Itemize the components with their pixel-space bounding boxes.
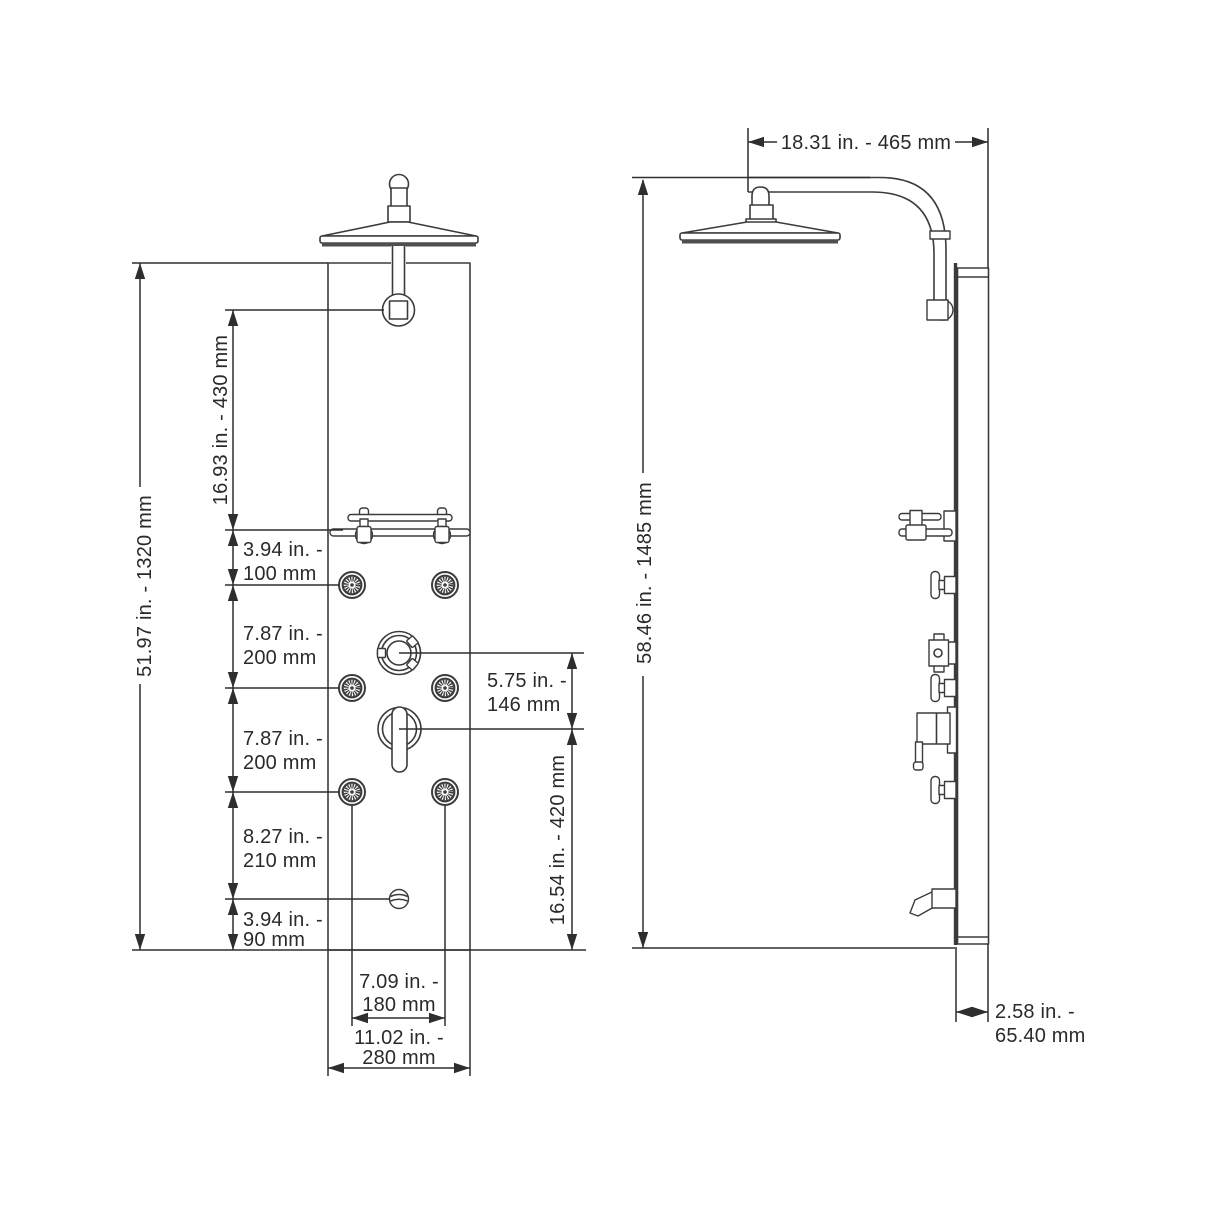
jet-knob-side — [930, 570, 957, 600]
body-jet — [339, 675, 365, 701]
front-dimension-lines — [132, 262, 586, 1076]
body-jet — [339, 779, 365, 805]
jet-knob-side — [930, 673, 957, 703]
rain-showerhead-front — [319, 173, 479, 327]
panel-body-front — [327, 262, 471, 951]
towel-bar-side — [898, 509, 957, 542]
jet-knob-side — [930, 775, 957, 805]
dim-spout-to-bottom-line1: 3.94 in. - — [243, 909, 323, 931]
dim-bar-to-top-jets-line1: 3.94 in. - — [243, 539, 323, 561]
dim-mid-to-bottom-jets-line1: 7.87 in. - — [243, 728, 323, 750]
dim-top-to-mid-jets-line2: 200 mm — [243, 647, 316, 669]
body-jet — [432, 572, 458, 598]
dim-arm-reach: 18.31 in. - 465 mm — [781, 132, 951, 154]
body-jet — [339, 572, 365, 598]
side-dimension-lines — [632, 128, 989, 1022]
shower-arm-side — [747, 176, 951, 303]
dim-jets-to-spout-line1: 8.27 in. - — [243, 826, 323, 848]
dim-arm-to-towel-bar: 16.93 in. - 430 mm — [210, 335, 232, 505]
dim-side-overall-height: 58.46 in. - 1485 mm — [634, 482, 656, 664]
diverter-knob-side — [928, 633, 957, 673]
towel-bar-front — [329, 507, 471, 545]
tub-spout-side — [909, 888, 957, 917]
panel-body-side — [953, 263, 990, 945]
rain-showerhead-side — [679, 186, 841, 244]
dim-diverter-to-lever-line1: 5.75 in. - — [487, 670, 567, 692]
dim-jet-spacing-line1: 7.09 in. - — [359, 971, 439, 993]
dim-jets-to-spout-line2: 210 mm — [243, 850, 316, 872]
dim-jet-spacing-line2: 180 mm — [362, 994, 435, 1016]
wall-bracket-side — [926, 299, 954, 321]
body-jet — [432, 675, 458, 701]
dim-front-overall-height: 51.97 in. - 1320 mm — [134, 495, 156, 677]
front-view: 51.97 in. - 1320 mm 16.93 in. - 430 mm 3… — [132, 173, 586, 1076]
dim-spout-to-bottom-line2: 90 mm — [243, 929, 305, 951]
dim-panel-depth-line2: 65.40 mm — [995, 1025, 1086, 1047]
dim-diverter-to-lever-line2: 146 mm — [487, 694, 560, 716]
tub-spout-front — [388, 888, 410, 910]
body-jet — [432, 779, 458, 805]
dim-panel-width-line1: 11.02 in. - — [354, 1027, 444, 1049]
dim-bar-to-top-jets-line2: 100 mm — [243, 563, 316, 585]
dim-panel-width-line2: 280 mm — [362, 1047, 435, 1069]
dim-mid-to-bottom-jets-line2: 200 mm — [243, 752, 316, 774]
lever-handle-side — [912, 706, 958, 771]
dim-panel-depth-line1: 2.58 in. - — [995, 1001, 1075, 1023]
dim-top-to-mid-jets-line1: 7.87 in. - — [243, 623, 323, 645]
side-view: 18.31 in. - 465 mm 58.46 in. - 1485 mm 2… — [632, 128, 1086, 1047]
dim-lever-to-bottom: 16.54 in. - 420 mm — [547, 755, 569, 925]
